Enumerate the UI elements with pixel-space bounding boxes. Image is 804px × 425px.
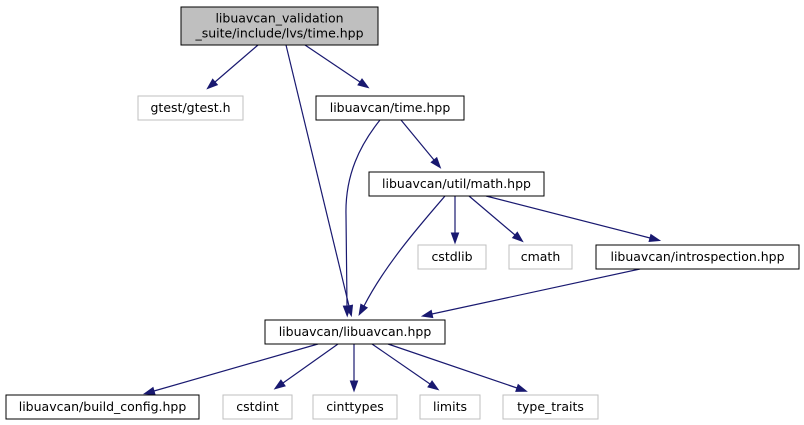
node-box — [417, 244, 487, 270]
edge-libuavcan-to-cstdint — [273, 343, 339, 390]
edge-libuavcan-to-cinttypes — [349, 344, 359, 393]
node-box — [137, 95, 244, 121]
arrowhead — [515, 383, 528, 392]
arrowhead — [430, 156, 442, 169]
node-cmath: cmath — [508, 244, 573, 270]
node-label: libuavcan/time.hpp — [330, 100, 451, 115]
node-gtest: gtest/gtest.h — [137, 95, 244, 121]
node-introspection[interactable]: libuavcan/introspection.hpp — [595, 244, 800, 270]
arrowhead — [450, 232, 460, 245]
node-box — [368, 171, 545, 197]
node-box — [595, 244, 800, 270]
node-cstdint: cstdint — [222, 394, 293, 420]
edge-libuavcan-to-build_config — [142, 343, 319, 396]
node-label: libuavcan/introspection.hpp — [610, 249, 784, 264]
node-label: gtest/gtest.h — [151, 100, 231, 115]
node-label: cinttypes — [326, 399, 384, 414]
edges-layer — [142, 44, 662, 396]
edge-time-to-libuavcan — [342, 119, 381, 318]
node-box — [315, 95, 465, 121]
edge-root-to-libuavcan — [285, 44, 354, 318]
node-limits: limits — [419, 394, 481, 420]
node-label: libuavcan/libuavcan.hpp — [279, 324, 432, 339]
node-cinttypes: cinttypes — [312, 394, 398, 420]
arrowhead — [427, 380, 440, 391]
arrowhead — [349, 380, 359, 393]
arrowhead — [511, 231, 524, 243]
node-label: type_traits — [517, 399, 584, 414]
node-label: limits — [433, 399, 467, 414]
edge-libuavcan-to-limits — [371, 343, 440, 391]
edge-time-to-math — [400, 119, 442, 169]
edge-root-to-gtest — [206, 44, 259, 90]
node-label: cstdint — [236, 399, 279, 414]
edge-math-to-introspection — [485, 195, 662, 243]
node-label: libuavcan/build_config.hpp — [19, 399, 187, 414]
node-box — [502, 394, 599, 420]
edge-math-to-cstdlib — [450, 196, 460, 245]
node-type-traits: type_traits — [502, 394, 599, 420]
node-label: libuavcan_validation — [215, 11, 343, 26]
edge-introspection-to-libuavcan — [420, 268, 641, 319]
edge-root-to-time — [304, 44, 370, 89]
node-label: cstdlib — [431, 249, 472, 264]
arrowhead — [142, 386, 156, 396]
arrowhead — [273, 379, 286, 390]
node-label: _suite/include/lvs/time.hpp — [194, 26, 363, 41]
node-root[interactable]: libuavcan_validation_suite/include/lvs/t… — [180, 6, 379, 46]
node-libuavcan[interactable]: libuavcan/libuavcan.hpp — [264, 319, 446, 345]
arrowhead — [358, 303, 369, 317]
node-box — [419, 394, 481, 420]
arrowhead — [420, 309, 434, 319]
node-math[interactable]: libuavcan/util/math.hpp — [368, 171, 545, 197]
node-label: libuavcan/util/math.hpp — [382, 176, 531, 191]
edge-math-to-libuavcan — [358, 195, 446, 317]
arrowhead — [648, 233, 662, 243]
arrowhead — [357, 78, 370, 89]
arrowhead — [342, 305, 352, 318]
node-box — [312, 394, 398, 420]
node-box — [5, 394, 200, 420]
arrowhead — [206, 78, 219, 90]
node-label: cmath — [521, 249, 561, 264]
node-box — [222, 394, 293, 420]
edge-libuavcan-to-type_traits — [387, 343, 528, 392]
node-cstdlib: cstdlib — [417, 244, 487, 270]
node-time[interactable]: libuavcan/time.hpp — [315, 95, 465, 121]
node-box — [180, 6, 379, 46]
node-box — [508, 244, 573, 270]
nodes-layer: libuavcan_validation_suite/include/lvs/t… — [5, 6, 800, 420]
edge-math-to-cmath — [468, 195, 524, 243]
node-build-config[interactable]: libuavcan/build_config.hpp — [5, 394, 200, 420]
node-box — [264, 319, 446, 345]
